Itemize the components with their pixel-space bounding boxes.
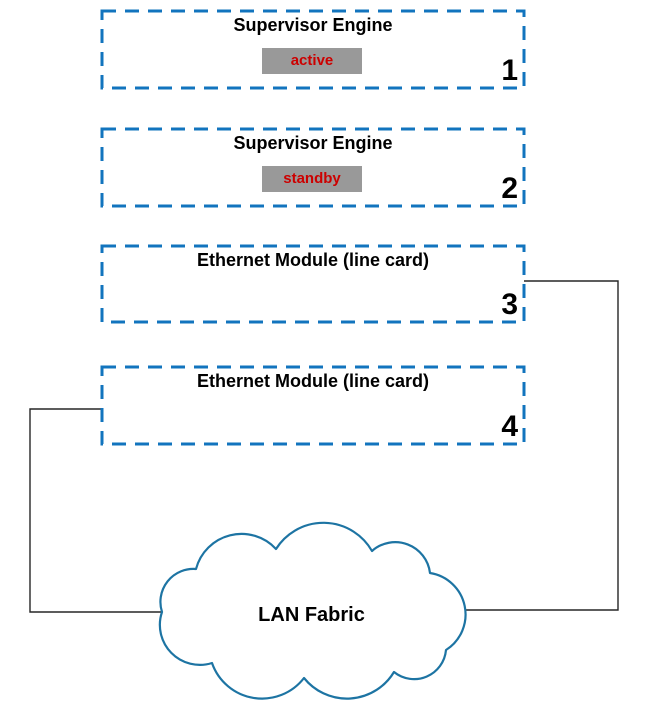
module-1-status-badge: active <box>262 48 362 74</box>
module-2-slot-number: 2 <box>501 172 518 205</box>
module-1-slot-number: 1 <box>501 54 518 87</box>
module-2-title: Supervisor Engine <box>233 133 393 153</box>
module-3-border <box>100 244 526 324</box>
module-3-slot-number: 3 <box>501 288 518 321</box>
module-1-title: Supervisor Engine <box>233 15 393 35</box>
module-2-status-badge: standby <box>262 166 362 192</box>
module-4-slot-number: 4 <box>501 410 518 443</box>
connector-module3-to-lan-fabric <box>462 280 619 611</box>
module-4-border <box>100 365 526 446</box>
module-3-title: Ethernet Module (line card) <box>196 250 430 270</box>
lan-fabric-cloud <box>158 521 467 700</box>
module-4-title: Ethernet Module (line card) <box>196 371 430 391</box>
connector-module4-to-lan-fabric <box>29 408 163 613</box>
lan-fabric-label: LAN Fabric <box>258 604 365 626</box>
